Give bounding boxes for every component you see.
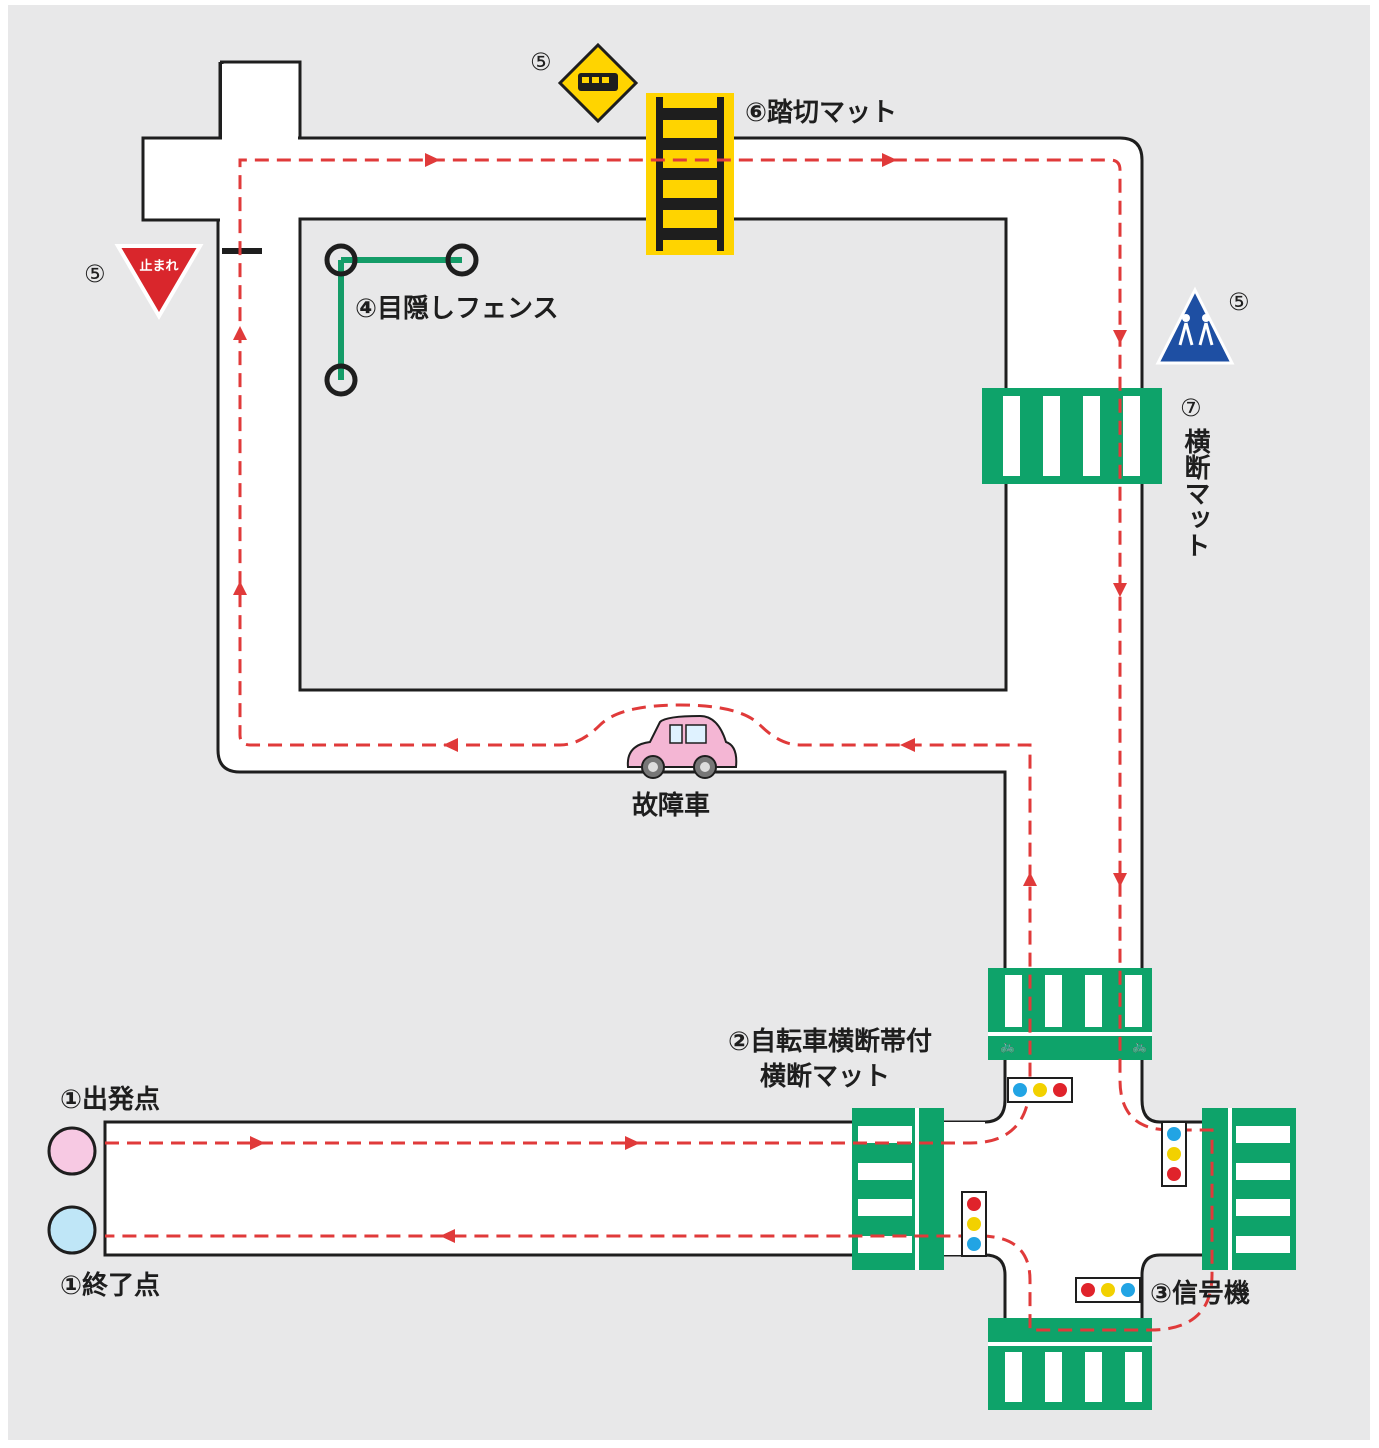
inner-block bbox=[298, 217, 1008, 692]
crosswalk-mat-number: ⑦ bbox=[1180, 394, 1202, 422]
crosswalk-bike-label-line1: ②自転車横断帯付 bbox=[728, 1026, 932, 1057]
railroad-crossing-sign-icon bbox=[557, 42, 639, 124]
crosswalk-mat-south bbox=[988, 1318, 1152, 1410]
stop-sign-number: ⑤ bbox=[84, 260, 106, 288]
crosswalk-mat-label: 横断マット bbox=[1180, 428, 1210, 558]
stop-line bbox=[222, 248, 262, 254]
crossing-sign-number: ⑤ bbox=[530, 48, 552, 76]
route-arrows bbox=[233, 153, 1127, 1243]
end-point bbox=[47, 1205, 97, 1255]
bicycle-icon: 🚲 bbox=[1000, 1039, 1015, 1053]
school-sign-number: ⑤ bbox=[1228, 288, 1250, 316]
traffic-light-icon bbox=[1007, 1077, 1073, 1103]
blind-fence bbox=[324, 243, 479, 397]
railroad-crossing-mat bbox=[646, 93, 734, 255]
stop-sign-icon: 止まれ bbox=[114, 244, 204, 320]
crosswalk-mat-right bbox=[982, 388, 1162, 484]
start-label: ①出発点 bbox=[60, 1084, 160, 1115]
school-zone-sign-icon bbox=[1155, 286, 1235, 365]
railroad-mat-label: ⑥踏切マット bbox=[745, 98, 897, 128]
broken-car-label: 故障車 bbox=[632, 790, 710, 821]
crosswalk-mat-west bbox=[852, 1108, 944, 1270]
stop-sign-text: 止まれ bbox=[139, 258, 178, 274]
traffic-light-icon bbox=[1161, 1121, 1187, 1187]
car-icon bbox=[626, 714, 738, 779]
driving-route bbox=[105, 158, 1214, 1332]
traffic-light-icon bbox=[961, 1191, 987, 1257]
bicycle-icon: 🚲 bbox=[1132, 1039, 1147, 1053]
crosswalk-mat-east bbox=[1202, 1108, 1296, 1270]
traffic-light-icon bbox=[1075, 1277, 1141, 1303]
crosswalk-mat-north: 🚲 🚲 bbox=[988, 968, 1152, 1060]
crosswalk-bike-label-line2: 横断マット bbox=[760, 1061, 890, 1092]
road-network bbox=[103, 60, 1220, 1340]
start-point bbox=[47, 1126, 97, 1176]
fence-label: ④目隠しフェンス bbox=[355, 294, 559, 324]
end-label: ①終了点 bbox=[60, 1270, 160, 1301]
signal-label: ③信号機 bbox=[1150, 1279, 1250, 1309]
